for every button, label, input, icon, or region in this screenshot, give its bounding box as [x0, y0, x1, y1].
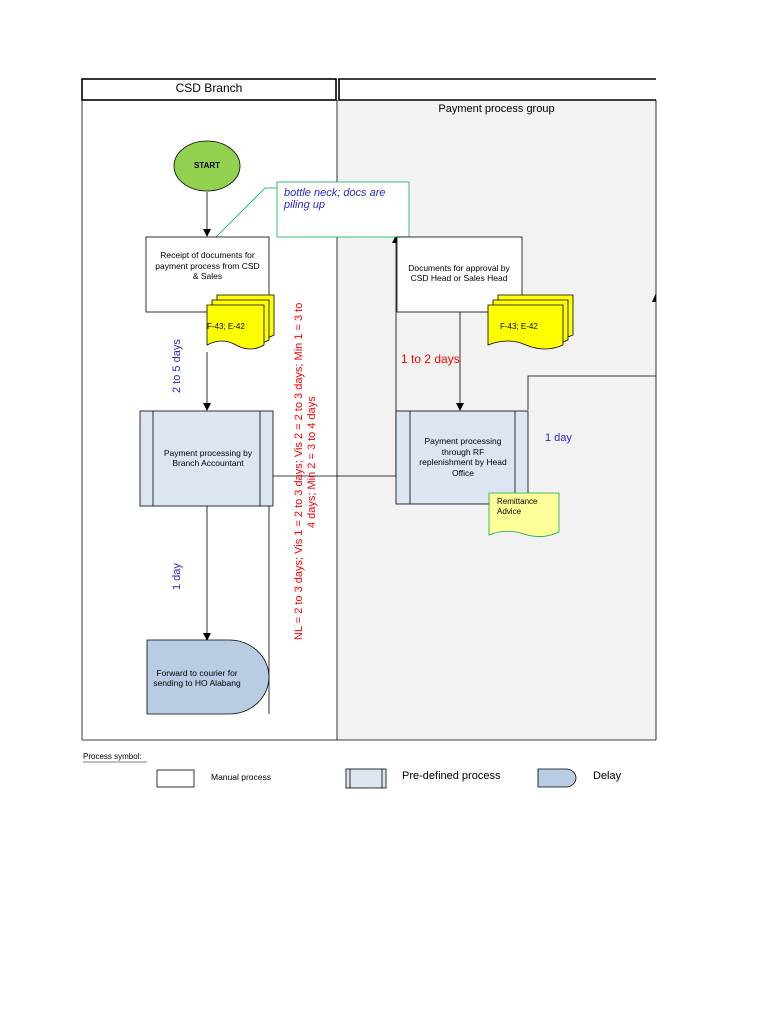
duration-rf-processing: 1 day	[545, 432, 572, 444]
duration-receipt-to-branch: 2 to 5 days	[171, 339, 183, 393]
receipt-text: Receipt of documents for payment process…	[155, 250, 260, 282]
courier-text: Forward to courier for sending to HO Ala…	[153, 667, 241, 689]
legend	[83, 761, 577, 789]
courier-delay-shape	[146, 639, 270, 715]
legend-title: Process symbol:	[83, 752, 142, 761]
branch-predefined-process	[139, 410, 274, 507]
legend-manual-symbol	[156, 769, 195, 788]
bottleneck-callout-text: bottle neck; docs are piling up	[284, 187, 386, 211]
rf-processing-text: Payment processing through RF replenishm…	[419, 436, 507, 478]
legend-predefined-symbol	[345, 768, 387, 789]
branch-processing-text: Payment processing by Branch Accountant	[163, 447, 253, 469]
lane-header-left	[81, 78, 337, 101]
connector-branch-to-approval	[268, 235, 400, 714]
callout-box	[276, 181, 410, 238]
swimlanes	[81, 78, 657, 741]
legend-predefined-label: Pre-defined process	[402, 770, 501, 782]
document-stack-right	[487, 294, 574, 350]
remittance-document	[488, 492, 560, 537]
flow-shapes	[139, 140, 574, 715]
doc-right-label: F-43; E-42	[500, 321, 538, 331]
legend-delay-symbol	[537, 768, 577, 788]
document-stack-left	[206, 294, 275, 350]
connectors	[203, 187, 656, 714]
lane-title-csd-branch: CSD Branch	[175, 81, 243, 95]
duration-notes-line-2: 4 days; Min 2 = 3 to 4 days	[306, 396, 318, 528]
legend-manual-label: Manual process	[211, 772, 272, 782]
duration-notes-line-1: NL = 2 to 3 days; Vis 1 = 2 to 3 days; V…	[293, 302, 305, 640]
offpage-arrow-head	[652, 293, 656, 302]
start-terminator	[173, 140, 241, 192]
lane-title-payment-group: Payment process group	[438, 103, 555, 115]
connector-rf-processing-out	[527, 375, 656, 410]
duration-approval-to-rf: 1 to 2 days	[401, 352, 460, 366]
lane-header-right	[338, 78, 656, 101]
start-label: START	[193, 160, 221, 170]
approval-text: Documents for approval by CSD Head or Sa…	[408, 262, 510, 284]
doc-left-label: F-43; E-42	[207, 321, 245, 331]
rf-predefined-process	[395, 410, 529, 505]
duration-branch-to-courier: 1 day	[171, 563, 183, 590]
remittance-text: Remittance Advice	[497, 496, 538, 517]
callout-pointer	[212, 187, 277, 241]
legend-delay-label: Delay	[593, 770, 622, 782]
